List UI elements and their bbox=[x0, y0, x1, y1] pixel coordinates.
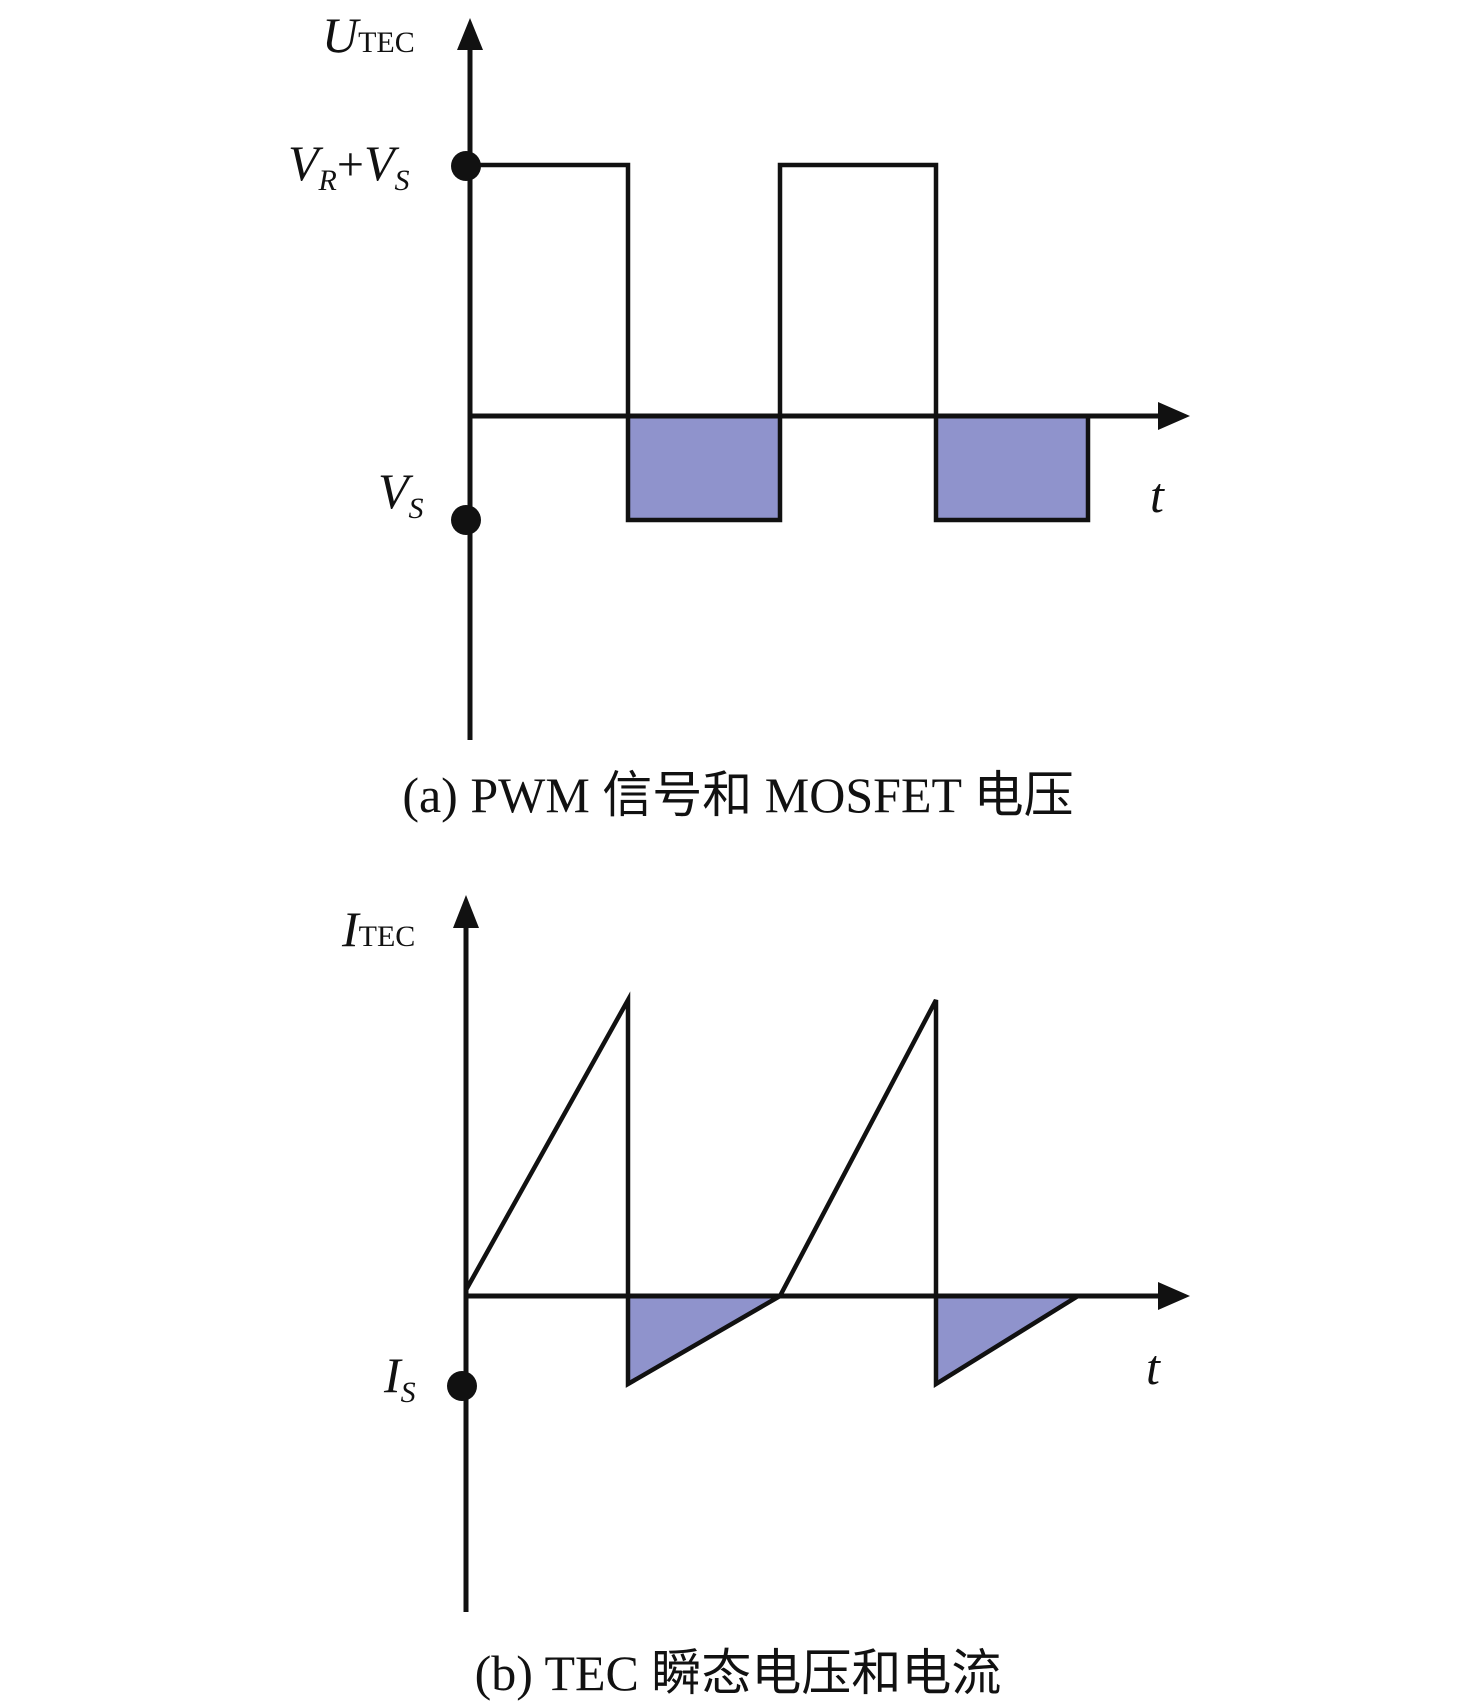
x-axis-arrow-a bbox=[1158, 402, 1190, 430]
y-axis-arrow-b bbox=[453, 895, 479, 928]
x-axis-label-a: t bbox=[1150, 467, 1165, 523]
pwm-negative-region-1 bbox=[626, 414, 782, 522]
panel-a: UTEC VR+VS VS t (a) PWM 信号和 MOSFET 电压 bbox=[288, 7, 1190, 823]
pwm-negative-region-2 bbox=[934, 414, 1090, 522]
current-waveform bbox=[464, 991, 1080, 1389]
caption-b: (b) TEC 瞬态电压和电流 bbox=[475, 1645, 1002, 1701]
y-axis-arrow-a bbox=[457, 18, 483, 50]
x-axis-label-b: t bbox=[1146, 1339, 1161, 1395]
level-marker-is bbox=[447, 1371, 477, 1401]
level-label-low-b: IS bbox=[383, 1347, 416, 1409]
level-label-low-a: VS bbox=[378, 463, 424, 525]
panel-b: ITEC IS t (b) TEC 瞬态电压和电流 bbox=[341, 895, 1190, 1701]
x-axis-arrow-b bbox=[1158, 1282, 1190, 1310]
caption-a: (a) PWM 信号和 MOSFET 电压 bbox=[402, 767, 1073, 823]
pwm-waveform bbox=[470, 162, 1091, 523]
level-label-high: VR+VS bbox=[288, 135, 410, 197]
y-axis-label-b: ITEC bbox=[341, 901, 415, 957]
level-marker-low bbox=[451, 505, 481, 535]
level-marker-high bbox=[451, 151, 481, 181]
y-axis-label-a: UTEC bbox=[322, 7, 415, 63]
